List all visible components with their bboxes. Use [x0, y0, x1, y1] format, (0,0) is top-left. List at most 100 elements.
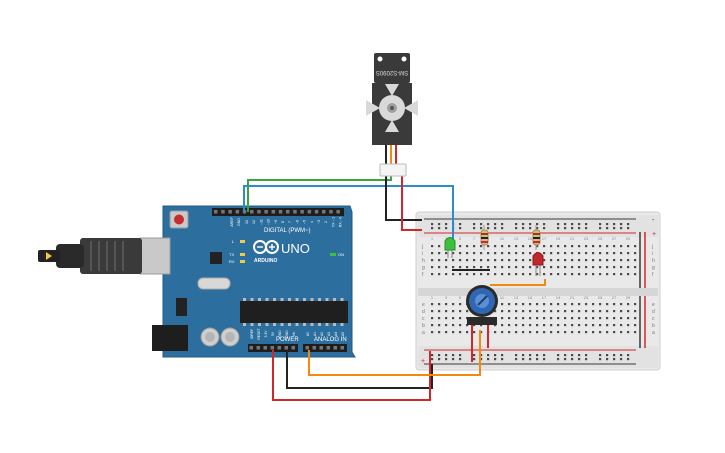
servo-model-label: SM-S2090S — [376, 69, 408, 75]
column-number: 11 — [500, 236, 505, 241]
power-pin-label: RESET — [257, 328, 261, 339]
row-letter: g — [652, 265, 655, 271]
digital-pin-label: 13 — [245, 220, 249, 224]
rail-plus-label-bottom: + — [421, 358, 425, 365]
row-letter: a — [652, 330, 655, 336]
wire-black-servo-gnd[interactable] — [385, 174, 422, 221]
column-number: 17 — [542, 236, 547, 241]
resistor-2[interactable] — [532, 225, 541, 250]
column-number: 1 — [431, 295, 434, 300]
row-letter: e — [652, 302, 655, 308]
row-letter: c — [422, 316, 425, 322]
column-number: 3 — [445, 236, 448, 241]
column-number: 23 — [584, 295, 589, 300]
digital-header[interactable] — [212, 208, 344, 216]
analog-pin-label: A3 — [327, 332, 331, 336]
potentiometer[interactable] — [466, 285, 498, 325]
servo-connector[interactable] — [379, 163, 407, 177]
digital-pin-label: ~3 — [317, 220, 321, 224]
tx-led-label: TX — [229, 252, 234, 257]
wire-green-signal[interactable] — [247, 174, 392, 212]
column-number: 27 — [612, 295, 617, 300]
arduino-model-text: UNO — [281, 241, 310, 256]
power-pin-label: GND — [278, 330, 282, 338]
on-led-label: ON — [338, 252, 344, 257]
led-red[interactable] — [532, 252, 544, 277]
row-letter: h — [422, 258, 425, 264]
column-number: 17 — [542, 295, 547, 300]
power-pin-label: Vin — [292, 331, 296, 336]
digital-pin-label: AREF — [230, 216, 234, 226]
analog-pin-label: A2 — [320, 332, 324, 336]
column-number: 21 — [570, 295, 575, 300]
digital-pin-label: ~6 — [295, 220, 299, 224]
column-number: 23 — [584, 236, 589, 241]
row-letter: i — [422, 251, 423, 257]
column-number: 11 — [500, 295, 505, 300]
column-number: 27 — [612, 236, 617, 241]
digital-pin-label: TX→1 — [331, 217, 335, 227]
rx-led-label: RX — [229, 259, 235, 264]
column-number: 25 — [598, 236, 603, 241]
row-letter: a — [422, 330, 425, 336]
voltage-regulator — [176, 298, 187, 316]
row-letter: g — [422, 265, 425, 271]
power-pin-label: 5V — [271, 331, 275, 336]
crystal-oscillator — [197, 277, 231, 290]
arduino-brand-text: ARDUINO — [254, 258, 277, 264]
column-number: 1 — [431, 236, 434, 241]
row-letter: e — [422, 302, 425, 308]
digital-pin-label: 4 — [310, 221, 314, 223]
rail-minus-label-top: - — [652, 217, 655, 224]
usb-connector[interactable] — [38, 237, 171, 275]
column-number: 19 — [556, 295, 561, 300]
power-pin-label: 3.3V — [264, 330, 268, 338]
digital-pin-label: ~10 — [267, 219, 271, 225]
digital-pin-label: ~11 — [259, 219, 263, 225]
row-letter: j — [421, 244, 423, 250]
analog-pin-label: A4 — [334, 332, 338, 336]
column-number: 19 — [556, 236, 561, 241]
column-number: 13 — [514, 236, 519, 241]
arduino-logo-icon — [253, 240, 279, 254]
servo-horn[interactable] — [366, 84, 418, 132]
l-led-label: L — [232, 239, 235, 244]
wire-orange-led[interactable] — [490, 279, 546, 286]
dc-power-jack[interactable] — [152, 325, 188, 351]
row-letter: b — [652, 323, 655, 329]
column-number: 3 — [445, 295, 448, 300]
analog-header[interactable] — [303, 344, 347, 352]
servo-motor[interactable]: SM-S2090S — [366, 53, 418, 177]
digital-header-label: DIGITAL (PWM~) — [264, 228, 311, 234]
column-number: 29 — [626, 295, 631, 300]
row-letter: h — [652, 258, 655, 264]
row-letter: d — [422, 309, 425, 315]
column-number: 15 — [528, 295, 533, 300]
row-letter: j — [651, 244, 653, 250]
column-number: 29 — [626, 236, 631, 241]
column-number: 5 — [459, 295, 462, 300]
column-number: 25 — [598, 295, 603, 300]
power-pin-label: IOREF — [250, 329, 254, 339]
usb-chip — [210, 252, 222, 264]
analog-pin-label: A5 — [341, 332, 345, 336]
analog-pin-label: A0 — [306, 332, 310, 336]
wires[interactable] — [243, 174, 546, 401]
power-pin-label: GND — [285, 330, 289, 338]
led-green[interactable] — [444, 237, 456, 259]
digital-pin-label: 8 — [281, 221, 285, 223]
wire-red-servo-power[interactable] — [401, 174, 422, 231]
wire-blue-led[interactable] — [243, 185, 454, 240]
breadboard-column-numbers: 1133557799111113131515171719192121232325… — [431, 236, 631, 300]
resistor-1[interactable] — [480, 225, 489, 250]
column-number: 21 — [570, 236, 575, 241]
row-letter: f — [652, 272, 654, 278]
digital-pin-label: RX←0 — [339, 217, 343, 228]
digital-pin-label: ~5 — [303, 220, 307, 224]
wire-orange-analog[interactable] — [308, 330, 481, 376]
column-number: 13 — [514, 295, 519, 300]
